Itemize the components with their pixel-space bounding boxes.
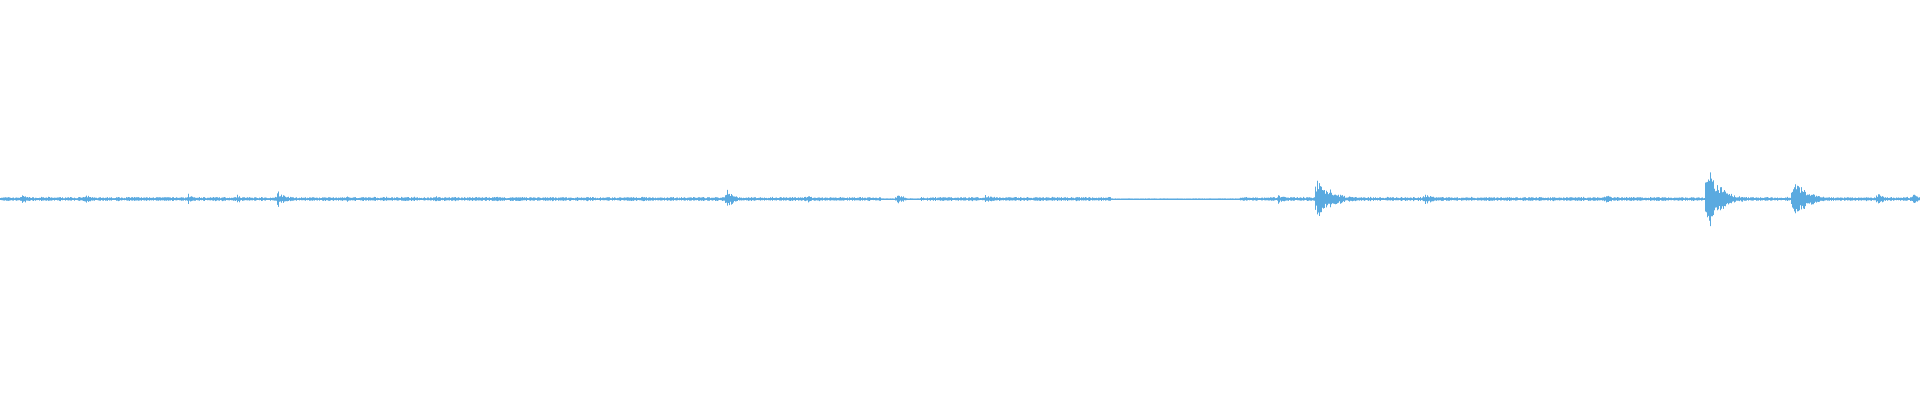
audio-waveform[interactable] xyxy=(0,0,1920,400)
